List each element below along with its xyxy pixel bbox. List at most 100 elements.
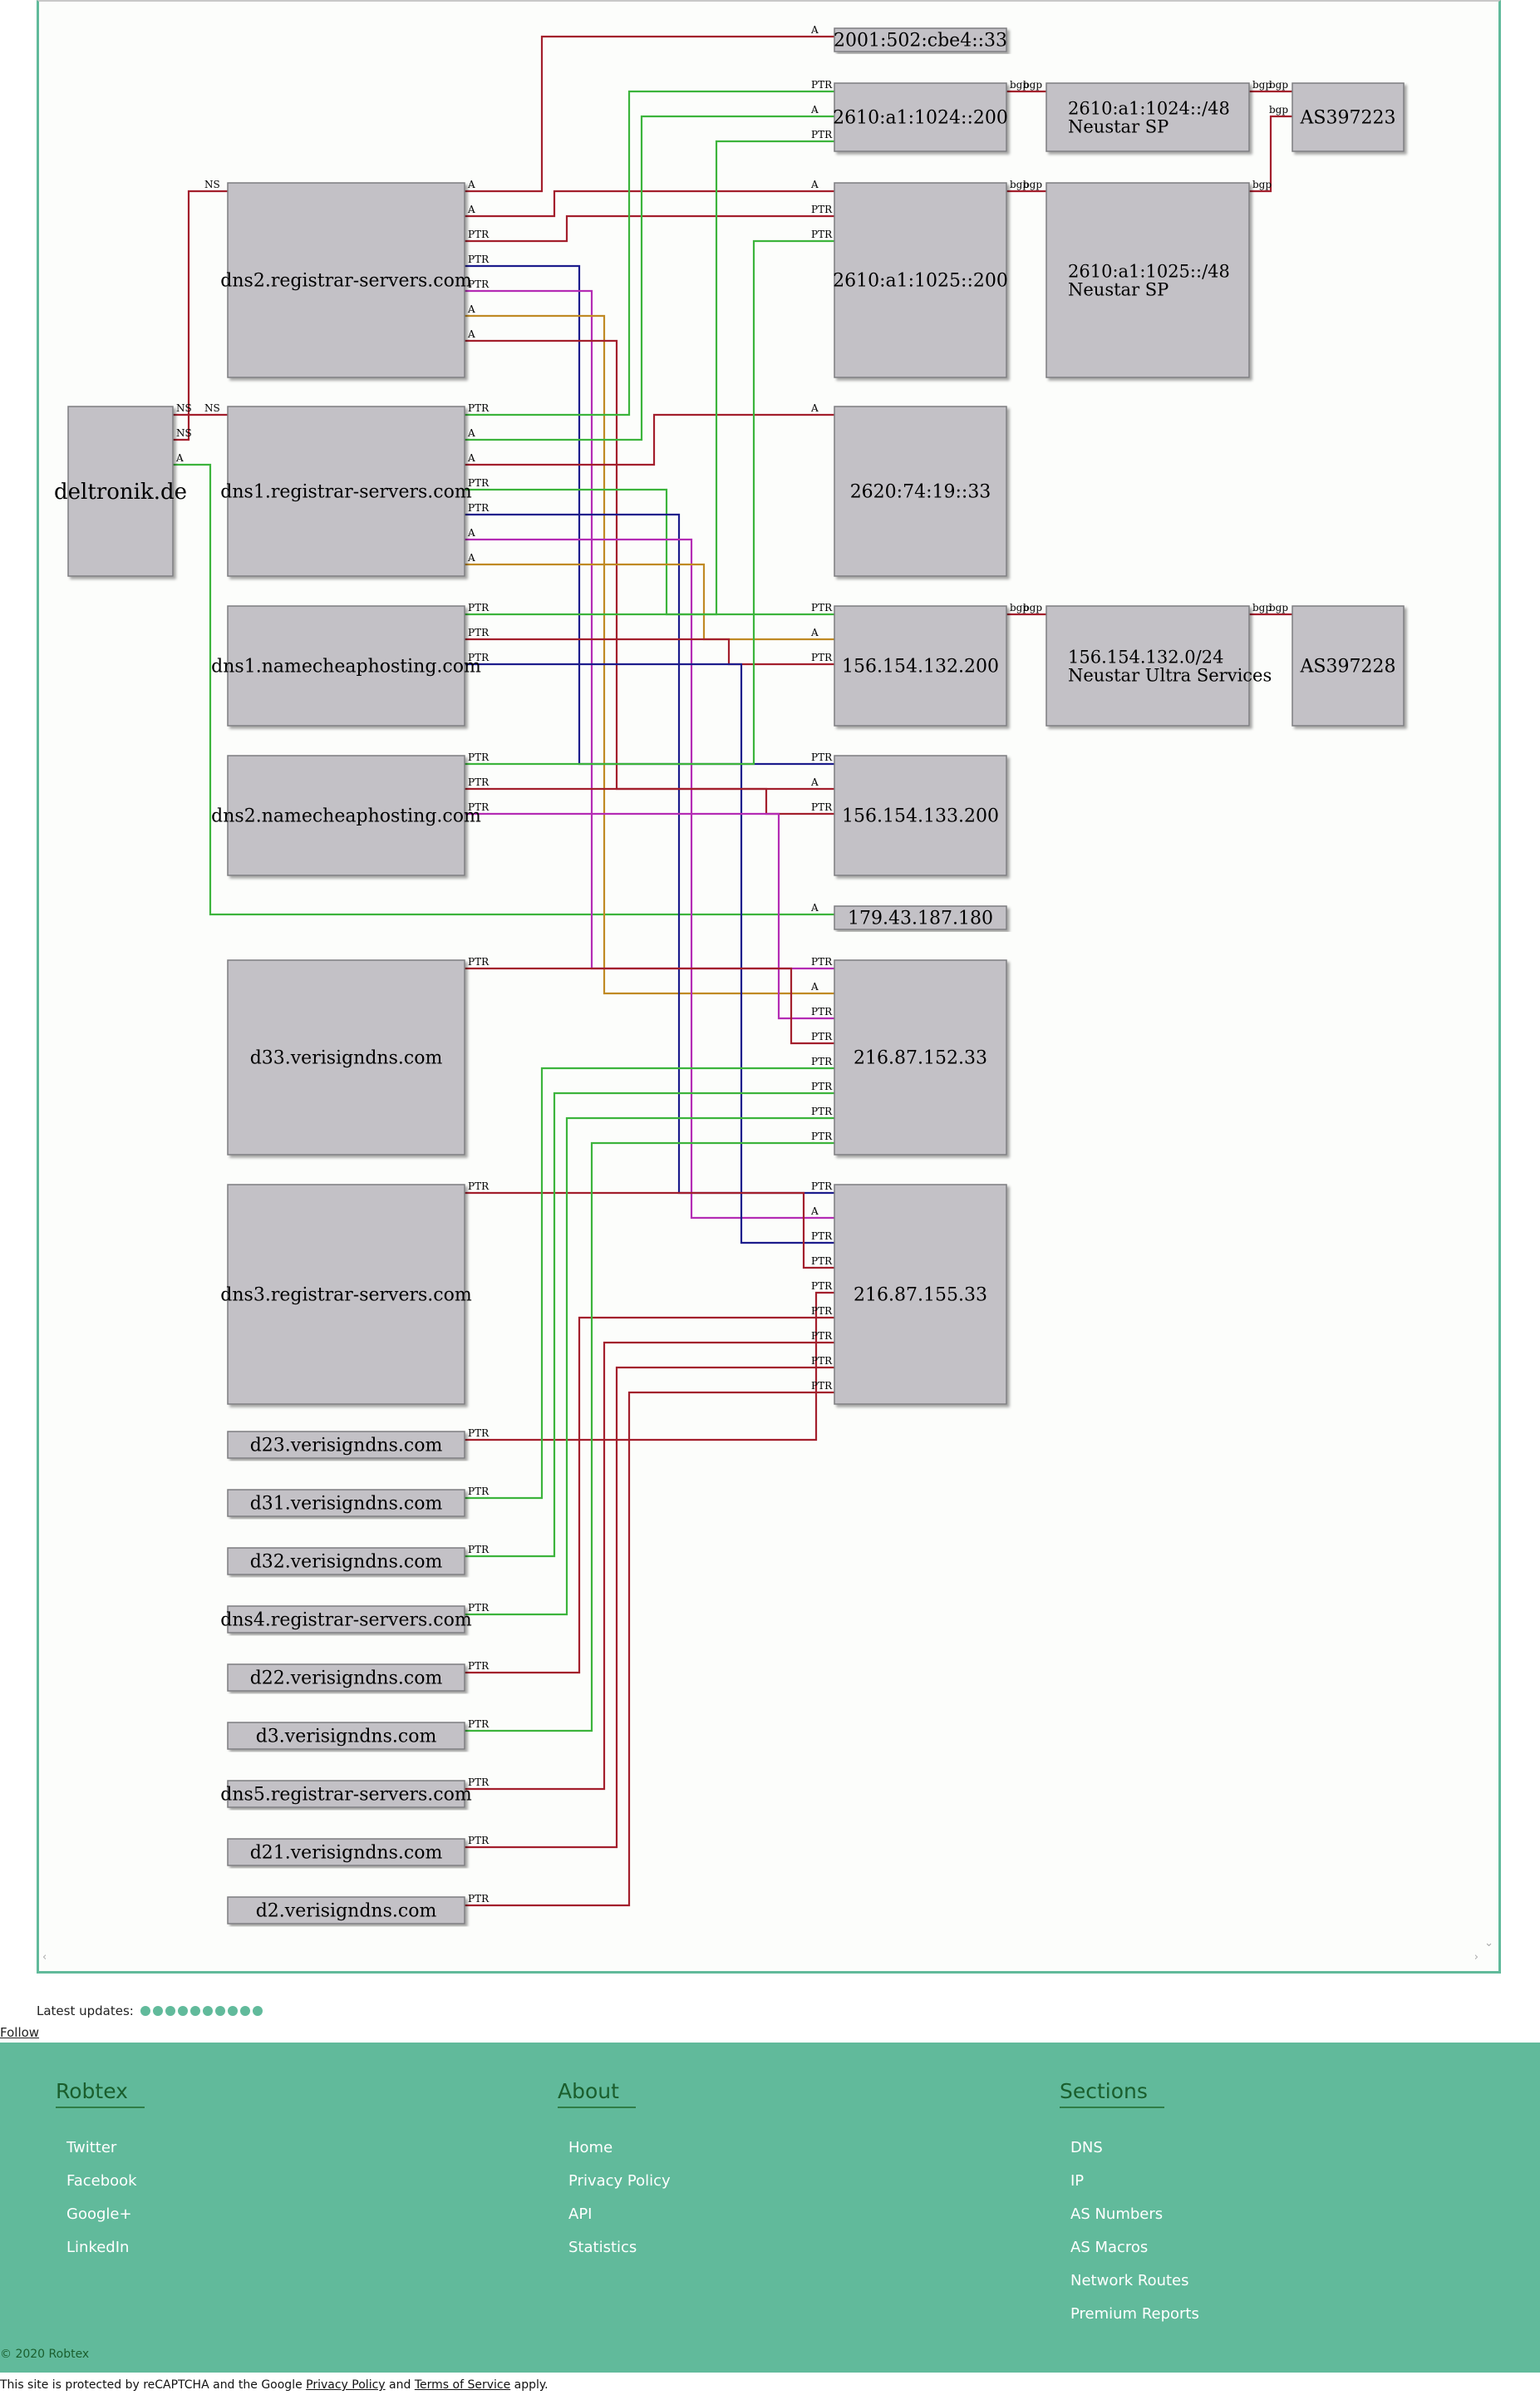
privacy-policy-link[interactable]: Privacy Policy [306,2378,386,2392]
node-box[interactable] [834,182,1007,378]
node-ip4e[interactable]: 216.87.155.33 [834,1184,1007,1405]
node-box[interactable] [834,406,1007,577]
footer-link-premium-reports[interactable]: Premium Reports [1070,2305,1199,2323]
node-d3[interactable]: d3.verisigndns.com [227,1722,465,1750]
node-box[interactable] [227,755,465,876]
node-box[interactable] [227,1780,465,1808]
node-d2[interactable]: d2.verisigndns.com [227,1896,465,1924]
footer-heading-about: About [558,2079,636,2108]
node-ip6d[interactable]: 2620:74:19::33 [834,406,1007,577]
node-dns1nc[interactable]: dns1.namecheaphosting.com [211,605,481,727]
node-ip6b[interactable]: 2610:a1:1024::200 [833,82,1008,152]
node-dns5rs[interactable]: dns5.registrar-servers.com [220,1780,472,1808]
node-box[interactable] [227,1489,465,1517]
follow-link[interactable]: Follow [0,2025,40,2040]
edge-label-source: A [175,452,184,464]
node-ip4b[interactable]: 156.154.133.200 [834,755,1007,876]
edge-label-source: bgp [1252,602,1272,614]
node-box[interactable] [227,959,465,1156]
update-dot[interactable] [140,2006,150,2016]
scroll-down-icon[interactable]: ⌄ [1484,1937,1493,1949]
node-d22[interactable]: d22.verisigndns.com [227,1663,465,1692]
node-box[interactable] [227,406,465,577]
node-box[interactable] [227,1184,465,1405]
node-d31[interactable]: d31.verisigndns.com [227,1489,465,1517]
node-box[interactable] [227,1896,465,1924]
node-dns1rs[interactable]: dns1.registrar-servers.com [220,406,472,577]
update-dot[interactable] [189,2006,200,2016]
footer-link-twitter[interactable]: Twitter [66,2139,117,2156]
edge-label-source: A [467,552,475,564]
node-box[interactable] [834,755,1007,876]
node-d32[interactable]: d32.verisigndns.com [227,1547,465,1575]
scroll-right-icon[interactable]: › [1474,1951,1478,1964]
node-box[interactable] [834,605,1007,727]
footer-link-linkedin[interactable]: LinkedIn [66,2239,130,2256]
update-dot[interactable] [252,2006,263,2016]
node-label: d3.verisigndns.com [256,1727,437,1747]
node-ip6a[interactable]: 2001:502:cbe4::33 [834,27,1007,52]
footer-link-privacy-policy[interactable]: Privacy Policy [568,2172,671,2190]
update-dot[interactable] [239,2006,250,2016]
node-as2[interactable]: AS397228 [1292,605,1405,727]
node-box[interactable] [1046,182,1250,378]
footer-link-facebook[interactable]: Facebook [66,2172,137,2190]
node-box[interactable] [227,605,465,727]
node-box[interactable] [227,1663,465,1692]
node-d23[interactable]: d23.verisigndns.com [227,1431,465,1459]
node-dns4rs[interactable]: dns4.registrar-servers.com [220,1605,472,1634]
node-box[interactable] [227,1605,465,1634]
node-box[interactable] [1046,82,1250,152]
node-ip4a[interactable]: 156.154.132.200 [834,605,1007,727]
node-ip4d[interactable]: 216.87.152.33 [834,959,1007,1156]
node-box[interactable] [1292,82,1405,152]
node-as1[interactable]: AS397223 [1292,82,1405,152]
node-box[interactable] [834,959,1007,1156]
update-dot[interactable] [152,2006,163,2016]
node-dns2nc[interactable]: dns2.namecheaphosting.com [211,755,481,876]
node-label: Neustar Ultra Services [1068,665,1272,685]
scroll-left-icon[interactable]: ‹ [42,1951,47,1964]
edge-label-source: PTR [468,602,490,614]
terms-of-service-link[interactable]: Terms of Service [414,2378,511,2392]
footer-link-dns[interactable]: DNS [1070,2139,1103,2156]
node-ip6c[interactable]: 2610:a1:1025::200 [833,182,1008,378]
footer-link-statistics[interactable]: Statistics [568,2239,637,2256]
node-box[interactable] [67,406,174,577]
node-deltronik[interactable]: deltronik.de [54,406,187,577]
node-box[interactable] [227,1838,465,1866]
node-box[interactable] [1292,605,1405,727]
update-dot[interactable] [177,2006,188,2016]
update-dot[interactable] [165,2006,175,2016]
node-d21[interactable]: d21.verisigndns.com [227,1838,465,1866]
footer-link-as-numbers[interactable]: AS Numbers [1070,2205,1164,2223]
node-ip4c[interactable]: 179.43.187.180 [834,905,1007,930]
update-dot[interactable] [202,2006,213,2016]
node-box[interactable] [834,1184,1007,1405]
node-box[interactable] [834,82,1007,152]
node-box[interactable] [1046,605,1250,727]
node-box[interactable] [227,1722,465,1750]
node-box[interactable] [227,1547,465,1575]
update-dot[interactable] [214,2006,225,2016]
node-dns2rs[interactable]: dns2.registrar-servers.com [220,182,472,378]
node-dns3rs[interactable]: dns3.registrar-servers.com [220,1184,472,1405]
footer-link-ip[interactable]: IP [1070,2172,1085,2190]
node-box[interactable] [227,182,465,378]
footer-link-home[interactable]: Home [568,2139,613,2156]
footer-link-googleplus[interactable]: Google+ [66,2205,132,2223]
node-box[interactable] [227,1431,465,1459]
node-d33[interactable]: d33.verisigndns.com [227,959,465,1156]
update-dot[interactable] [227,2006,238,2016]
footer-link-as-macros[interactable]: AS Macros [1070,2239,1149,2256]
footer-link-network-routes[interactable]: Network Routes [1070,2272,1189,2289]
node-box[interactable] [834,27,1007,52]
node-box[interactable] [834,905,1007,930]
edge-a-dns2rs-ip6c [465,190,834,218]
horizontal-scrollbar[interactable]: ‹ › [42,1951,1478,1966]
footer-link-api[interactable]: API [568,2205,593,2223]
